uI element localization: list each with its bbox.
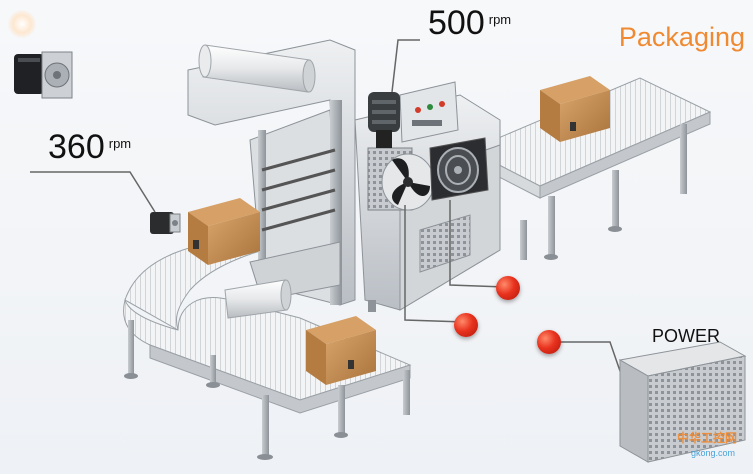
glow-dot [8,10,36,38]
top-motor [368,92,400,148]
hotspot-fan[interactable] [454,313,478,337]
box-on-output [306,316,376,385]
box-on-curve-entry [188,198,260,265]
hotspot-power[interactable] [537,330,561,354]
page-title: Packaging [618,22,745,52]
left-motor-speed-value: 360 [48,128,105,166]
power-supply-unit [618,341,747,463]
watermark-text: 中华工控网 [676,431,737,445]
left-conveyor-motor [150,212,181,234]
servo-motor-icon [12,44,74,102]
top-motor-speed-unit: rpm [488,12,512,27]
box-on-right-conveyor [540,76,610,142]
left-motor-speed-unit: rpm [108,136,132,151]
watermark-url: gkong.com [690,448,735,458]
film-roll-lower [224,279,292,319]
heater-grille [429,137,489,201]
top-motor-speed-value: 500 [428,4,485,42]
fan [381,153,435,211]
control-box [399,81,459,143]
film-roll-top [198,44,316,93]
hotspot-heater[interactable] [496,276,520,300]
power-label: POWER [652,326,721,346]
